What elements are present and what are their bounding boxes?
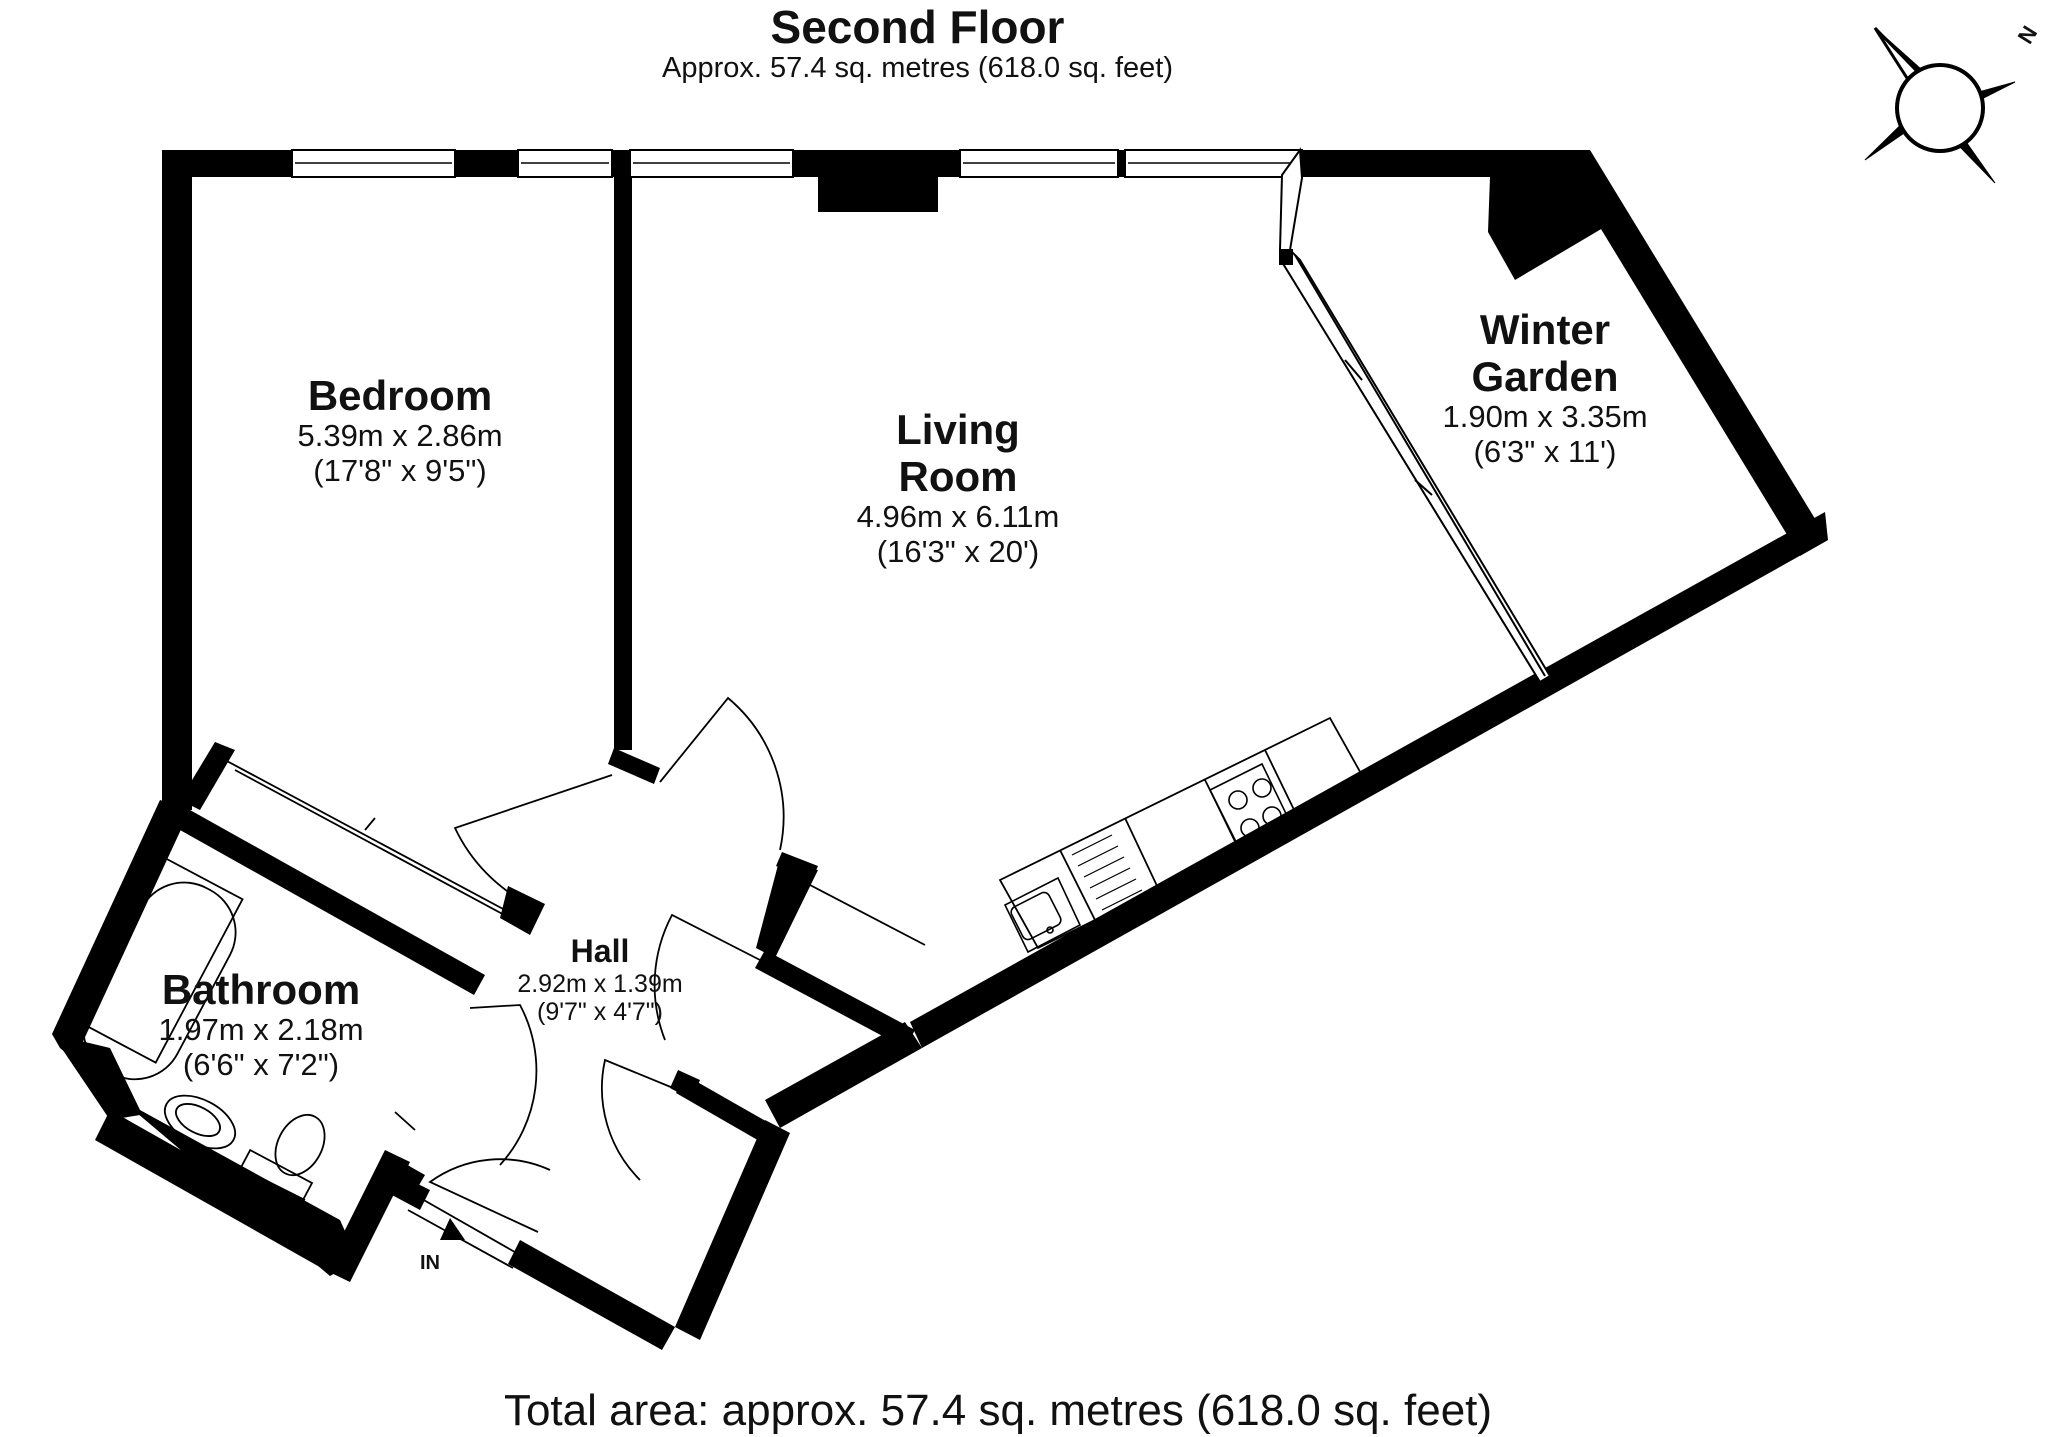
- wall-living-south-stub-2: [776, 852, 818, 880]
- wall-top-right: [1302, 150, 1590, 177]
- room-name-line2: Room: [898, 453, 1018, 501]
- hob-icon: [1208, 762, 1294, 854]
- wall-bedroom-south-stub: [180, 742, 235, 810]
- wall-bathroom-top-right: [500, 886, 545, 935]
- door-cupboard-swing: [601, 1058, 679, 1181]
- floor-area-subtitle: Approx. 57.4 sq. metres (618.0 sq. feet): [662, 52, 1173, 84]
- door-front-swing: [428, 1158, 551, 1233]
- wall-hall-right: [675, 1120, 790, 1340]
- wall-bathroom-top: [180, 810, 485, 995]
- door-living-swing: [659, 696, 785, 851]
- wall-top-stub: [1118, 150, 1125, 177]
- wall-left-bedroom: [162, 150, 192, 810]
- floor-title: Second Floor: [770, 1, 1065, 53]
- total-area: Total area: approx. 57.4 sq. metres (618…: [0, 1386, 2048, 1436]
- room-imperial: (6'3" x 11'): [1473, 433, 1617, 469]
- kitchen-sink-icon: [1003, 834, 1143, 954]
- wall-right-diagonal: [1562, 150, 1828, 556]
- room-imperial: (16'3" x 20'): [876, 533, 1040, 569]
- wall-corner-block: [1488, 177, 1608, 280]
- bath-icon: [82, 881, 237, 1081]
- wall-entrance-left-2: [392, 1175, 430, 1210]
- room-bedroom: Bedroom 5.39m x 2.86m (17'8" x 9'5"): [250, 372, 550, 488]
- room-metric: 4.96m x 6.11m: [856, 499, 1060, 535]
- wall-living-door-stub: [608, 748, 660, 784]
- walls: [52, 150, 1828, 1350]
- door-bathroom-swing: [469, 1004, 538, 1166]
- room-hall: Hall 2.92m x 1.39m (9'7" x 4'7"): [460, 933, 740, 1026]
- wall-bathroom-south: [95, 1110, 340, 1270]
- room-metric: 1.90m x 3.35m: [1442, 399, 1648, 435]
- room-name-line1: Living: [896, 406, 1020, 453]
- entrance-arrow-icon: [440, 1218, 465, 1240]
- wall-top-bedroom-mid: [455, 150, 518, 177]
- room-winter-garden: Winter Garden 1.90m x 3.35m (6'3" x 11'): [1395, 306, 1695, 470]
- room-name-line2: Garden: [1471, 353, 1619, 401]
- wall-entrance-right: [508, 1240, 675, 1350]
- room-imperial: (17'8" x 9'5"): [313, 452, 487, 488]
- sink-icon: [163, 1094, 237, 1150]
- wall-south-diagonal: [910, 512, 1828, 1048]
- kitchen-worktop: [998, 716, 1370, 950]
- room-name: Bedroom: [307, 372, 493, 419]
- wall-bathroom-bottom-fill: [52, 1034, 140, 1120]
- room-name: Hall: [570, 933, 630, 969]
- wall-entrance-left: [325, 1150, 410, 1282]
- wall-bedroom-living: [614, 170, 632, 750]
- room-metric: 1.97m x 2.18m: [158, 1012, 364, 1048]
- room-metric: 5.39m x 2.86m: [297, 418, 503, 454]
- chimney-breast: [818, 150, 938, 212]
- room-metric: 2.92m x 1.39m: [517, 969, 683, 998]
- winter-garden-glazing: [1278, 147, 1552, 684]
- bathroom-fittings: [163, 1094, 326, 1208]
- room-name: Bathroom: [161, 966, 361, 1013]
- room-imperial: (6'6" x 7'2"): [182, 1046, 340, 1082]
- room-imperial: (9'7" x 4'7"): [537, 997, 663, 1026]
- compass-icon: [1864, 26, 2016, 184]
- toilet-icon: [274, 1114, 326, 1176]
- wall-hall-east: [676, 1075, 778, 1146]
- room-name-line1: Winter: [1479, 306, 1611, 353]
- details: [70, 696, 1370, 1269]
- room-living: Living Room 4.96m x 6.11m (16'3" x 20'): [808, 406, 1108, 570]
- wall-living-south-stub: [756, 865, 818, 958]
- wall-south-diagonal-2: [765, 1022, 922, 1128]
- wall-living-south: [755, 950, 915, 1048]
- door-kitchen-swing: [653, 913, 761, 1041]
- total-area-text: Total area: approx. 57.4 sq. metres (618…: [503, 1386, 1493, 1435]
- door-bedroom-swing: [453, 774, 613, 906]
- entrance-label: IN: [420, 1252, 440, 1274]
- wall-hall-east-stub: [670, 1070, 700, 1100]
- room-bathroom: Bathroom 1.97m x 2.18m (6'6" x 7'2"): [111, 966, 411, 1082]
